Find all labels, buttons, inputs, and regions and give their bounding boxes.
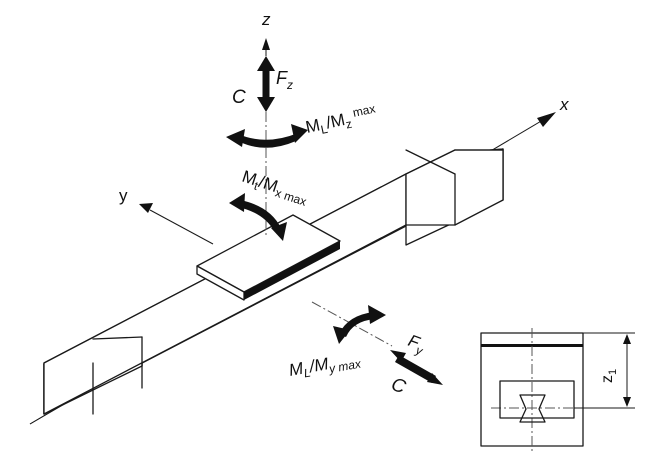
dimension-arrow-top <box>623 334 631 344</box>
y-axis-line <box>149 209 214 245</box>
moment-x-label: Mt/Mx max <box>239 167 311 209</box>
z-axis-label: z <box>261 10 271 29</box>
rail-body-front <box>43 173 407 415</box>
force-y-label: Fy <box>404 331 428 359</box>
force-z-label: Fz <box>276 68 293 92</box>
x-axis-arrowhead <box>537 112 556 127</box>
slider-carriage <box>196 214 341 301</box>
cross-section-inset: z1 <box>480 328 635 451</box>
force-y-direction-label: C <box>388 374 408 399</box>
moment-x-arrow <box>229 193 287 241</box>
y-axis-label: y <box>119 186 128 205</box>
inset-profile <box>519 394 546 423</box>
force-z-direction-label: C <box>232 87 246 108</box>
rail-seg-top-1 <box>92 336 143 340</box>
carriage-side <box>244 241 340 300</box>
force-z-arrow <box>257 56 275 112</box>
x-axis-tail <box>29 401 69 425</box>
inset-top-band <box>481 344 583 347</box>
y-axis-arrowhead <box>139 203 153 213</box>
z-axis-arrowhead <box>262 38 270 50</box>
dimension-label: z1 <box>599 369 619 383</box>
force-y-arrow <box>390 350 443 385</box>
x-axis-label: x <box>559 95 569 114</box>
rail-seg-top-2 <box>405 149 456 175</box>
moment-z-arrow <box>226 124 308 148</box>
moment-y-arrow <box>333 305 386 344</box>
moment-y-label: ML/My max <box>287 349 362 383</box>
dimension-arrow-bottom <box>623 397 631 407</box>
moment-z-label: ML/Mz max <box>303 101 378 139</box>
inset-groove-outline <box>499 380 575 419</box>
